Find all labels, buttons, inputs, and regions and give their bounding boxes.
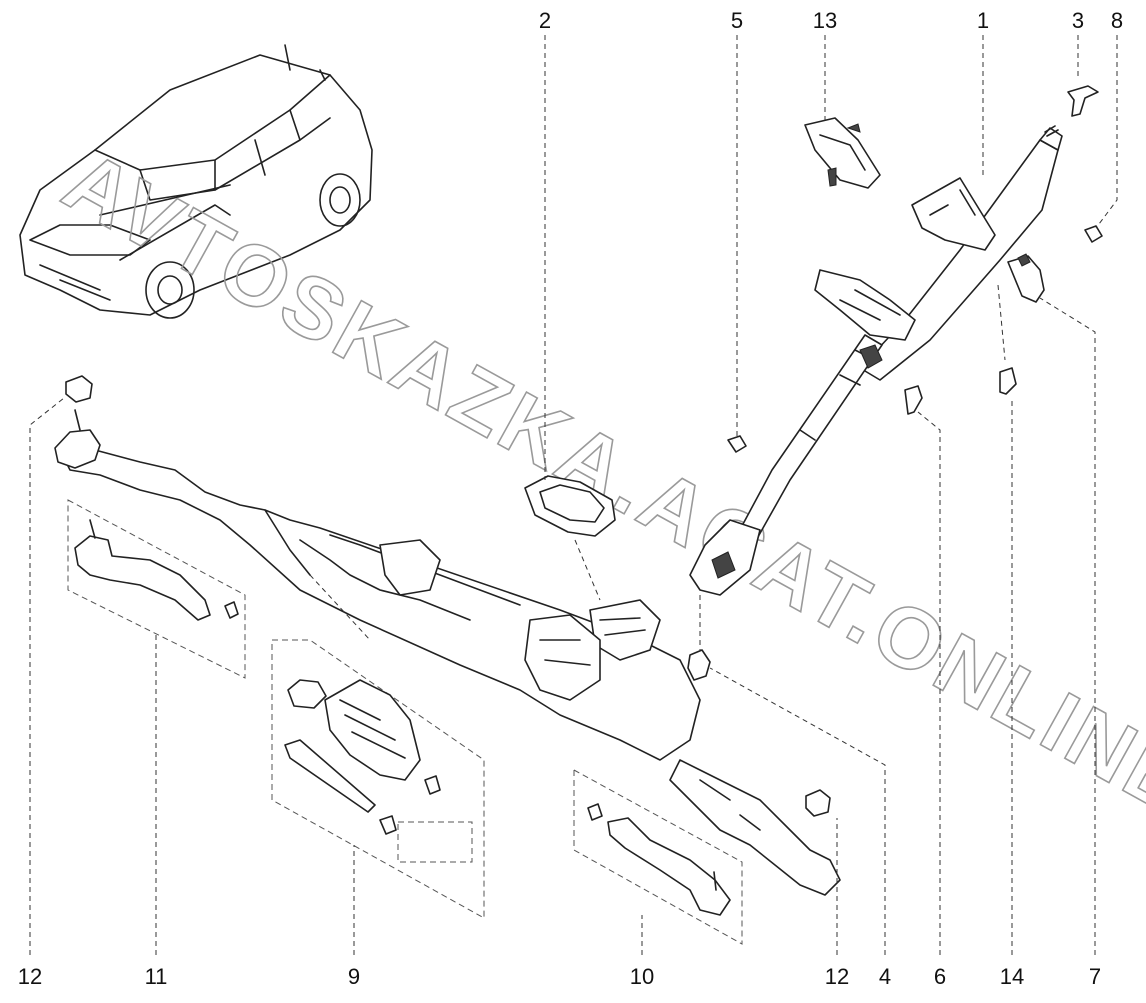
part-3-bolt	[1067, 85, 1099, 117]
callout-labels: 2 5 13 1 3 8 12 11 9 10 12 4 6 14 7	[18, 8, 1123, 989]
callout-12-left: 12	[18, 964, 42, 989]
part-5-nut	[727, 435, 747, 453]
part-12-left-nut	[65, 375, 93, 403]
callout-2: 2	[539, 8, 551, 33]
part-12-right-nut	[805, 789, 831, 817]
vehicle-thumbnail	[19, 44, 373, 319]
callout-11: 11	[145, 964, 168, 989]
callout-1: 1	[977, 8, 989, 33]
part-13-bracket	[804, 117, 881, 189]
part-10-tie-rod-end-kit	[573, 769, 743, 945]
callout-12-right: 12	[825, 964, 849, 989]
part-1-steering-column	[689, 125, 1063, 596]
part-8-nut	[1084, 225, 1103, 243]
part-4-plug	[687, 649, 711, 681]
part-2-seal	[524, 475, 616, 537]
part-9-boot-kit	[271, 639, 485, 919]
callout-10: 10	[630, 964, 654, 989]
callout-9: 9	[348, 964, 360, 989]
part-6-bolt	[904, 385, 923, 415]
callout-7: 7	[1089, 964, 1101, 989]
callout-14: 14	[1000, 964, 1024, 989]
callout-3: 3	[1072, 8, 1084, 33]
leader-lines	[29, 35, 1118, 955]
part-7-clip	[1007, 253, 1045, 303]
steering-rack-assembly	[54, 409, 841, 896]
callout-5: 5	[731, 8, 743, 33]
part-14-bolt	[999, 367, 1017, 395]
callout-13: 13	[813, 8, 837, 33]
callout-8: 8	[1111, 8, 1123, 33]
callout-4: 4	[879, 964, 891, 989]
callout-6: 6	[934, 964, 946, 989]
part-11-tie-rod-end-kit	[67, 499, 246, 679]
